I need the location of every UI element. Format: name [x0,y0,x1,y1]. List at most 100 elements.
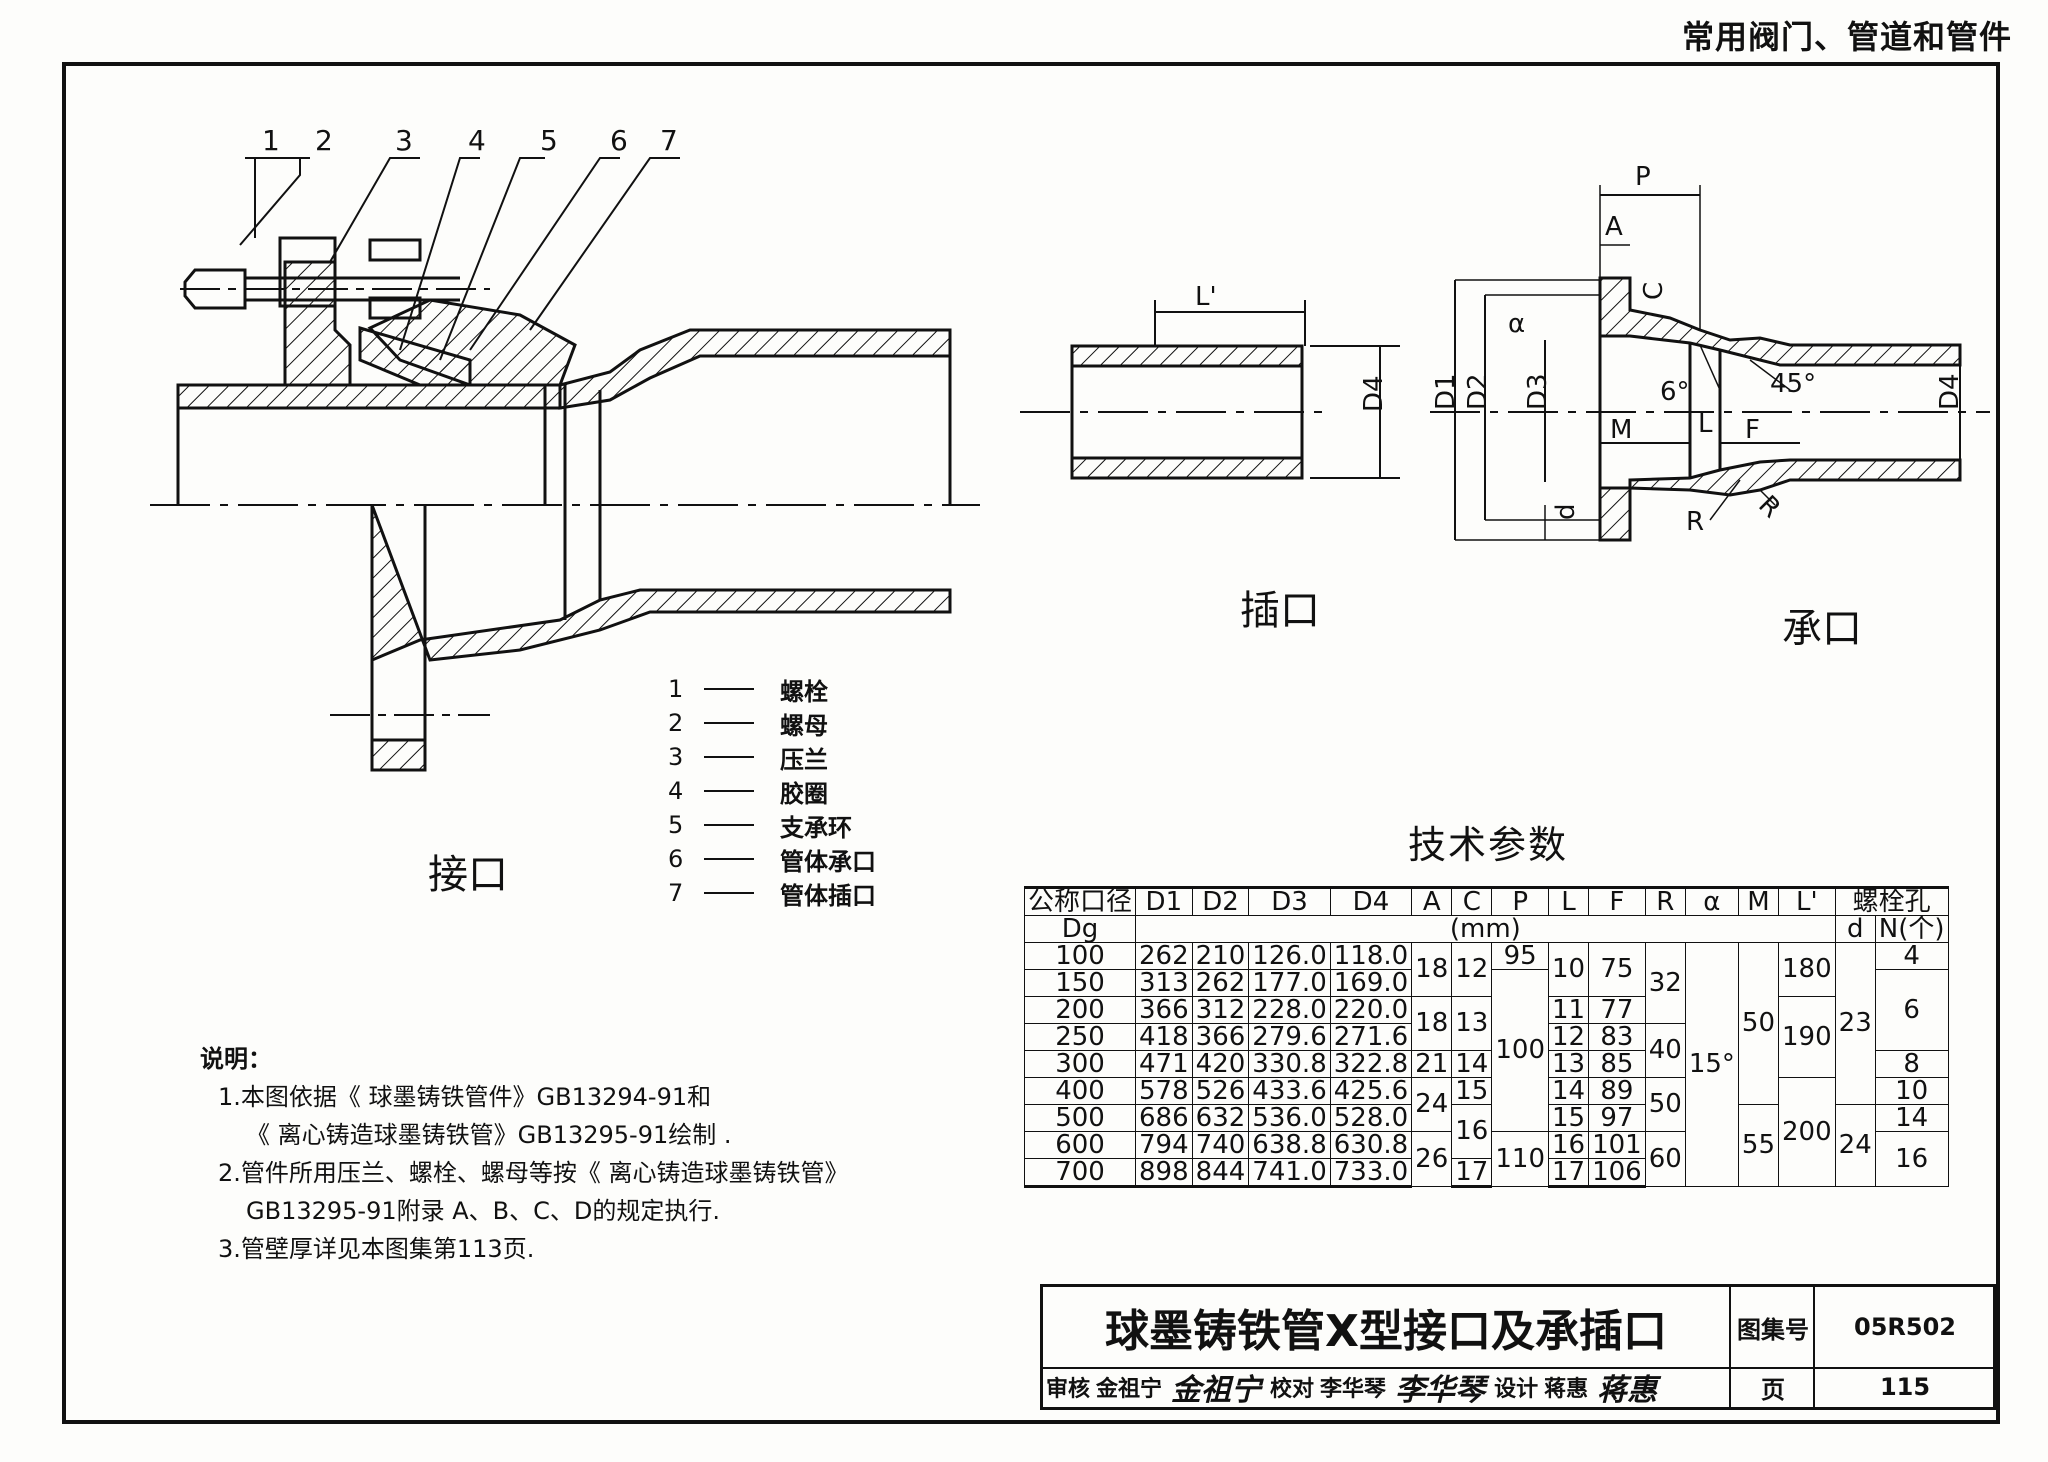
th-a: A [1411,886,1453,916]
cell-d3: 741.0 [1248,1158,1331,1188]
cell-dg: 150 [1023,969,1137,997]
callout-4: 4 [468,124,486,157]
dim-A: A [1605,212,1623,242]
callout-6: 6 [610,124,628,157]
dim-L: L [1698,409,1713,439]
legend-num: 3 [668,743,684,771]
joint-view-label: 接口 [428,852,508,898]
th-d1: D1 [1135,886,1193,916]
cell-r: 40 [1644,1023,1686,1078]
cell-m: 55 [1737,1104,1780,1187]
cell-f: 101 [1588,1131,1646,1159]
cell-d3: 536.0 [1248,1104,1331,1132]
cell-d1: 686 [1135,1104,1193,1132]
dim-alpha: α [1508,309,1525,339]
note-line: 3.管壁厚详见本图集第113页. [218,1235,535,1263]
cell-d2: 420 [1191,1050,1250,1078]
th-p: P [1491,886,1549,916]
cell-d2: 210 [1191,942,1250,970]
cell-d2: 632 [1191,1104,1250,1132]
dim-angle45: 45° [1770,369,1816,399]
legend-text: 支承环 [780,813,852,842]
cell-n: 4 [1874,942,1949,970]
cell-r: 32 [1644,942,1686,1024]
th-dg: 公称口径 [1023,886,1137,916]
joint-view [150,157,980,772]
cell-a: 18 [1411,996,1453,1051]
callout-numbers: 1 2 3 4 5 6 7 [262,124,678,157]
cell-p: 95 [1491,942,1549,970]
cell-d3: 177.0 [1248,969,1331,997]
table-row: 250 418 366 279.6 271.6 12 83 40 [1023,1023,1949,1078]
cell-c: 12 [1451,942,1493,997]
cell-a: 18 [1411,942,1453,997]
cell-d1: 471 [1135,1050,1193,1078]
cell-d2: 740 [1191,1131,1250,1159]
cell-f: 97 [1588,1104,1646,1132]
note-line: 1.本图依据《 球墨铸铁管件》GB13294-91和 [218,1083,712,1111]
cell-d1: 366 [1135,996,1193,1024]
cell-f: 77 [1588,996,1646,1024]
cell-d4: 271.6 [1329,1023,1413,1051]
cell-dg: 250 [1023,1023,1137,1051]
cell-dg: 300 [1023,1050,1137,1078]
cell-r: 50 [1644,1077,1686,1132]
th-c: C [1451,886,1493,916]
legend-text: 管体插口 [780,881,876,910]
spigot-view-label: 插口 [1240,588,1320,634]
cell-d: 23 [1834,942,1876,1105]
cell-d4: 118.0 [1329,942,1413,970]
dim-M: M [1610,415,1632,445]
dim-R2: R [1752,490,1786,524]
drawing-title: 球墨铸铁管X型接口及承插口 [1043,1287,1731,1369]
cell-lp: 200 [1778,1077,1836,1187]
cell-d4: 528.0 [1329,1104,1413,1132]
cell-c: 14 [1451,1050,1493,1078]
cell-l: 11 [1547,996,1590,1024]
dim-D3: D3 [1523,373,1553,410]
socket-view [1430,185,1990,542]
atlas-number: 05R502 [1813,1287,1995,1369]
legend-num: 6 [668,845,684,873]
table-row: 300 471 420 330.8 322.8 21 14 13 85 8 [1023,1050,1949,1078]
th-dg-sub: Dg [1023,915,1137,943]
design-label: 设计 [1494,1377,1539,1402]
cell-d: 24 [1834,1104,1876,1187]
legend-text: 压兰 [780,745,828,774]
legend-num: 5 [668,811,684,839]
designer-signature: 蒋惠 [1597,1373,1658,1408]
drawing-frame [62,62,2000,1424]
cell-r: 60 [1644,1131,1686,1187]
checker-name: 李华琴 [1320,1377,1387,1402]
table-title: 技术参数 [1408,823,1569,867]
cell-d4: 220.0 [1329,996,1413,1024]
th-bolt-d: d [1834,915,1876,943]
note-line: 《 离心铸造球墨铸铁管》GB13295-91绘制 . [246,1121,732,1149]
cell-l: 10 [1547,942,1590,997]
table-header-row: 公称口径 D1 D2 D3 D4 A C P L F R α M L' 螺栓孔 [1023,886,1949,916]
cell-d2: 526 [1191,1077,1250,1105]
dim-Lprime: L' [1195,282,1217,312]
cell-d2: 366 [1191,1023,1250,1051]
callout-2: 2 [315,124,333,157]
cell-dg: 500 [1023,1104,1137,1132]
note-line: 2.管件所用压兰、螺栓、螺母等按《 离心铸造球墨铸铁管》 [218,1159,849,1187]
dim-F: F [1745,415,1760,445]
cell-p: 110 [1491,1131,1549,1187]
cell-d1: 898 [1135,1158,1193,1188]
cell-f: 89 [1588,1077,1646,1105]
cell-n: 6 [1874,969,1949,1051]
review-label: 审核 [1046,1377,1091,1402]
cell-dg: 200 [1023,996,1137,1024]
table-row: 200 366 312 228.0 220.0 18 13 11 77 190 [1023,996,1949,1078]
dim-C: C [1639,282,1669,300]
page-number: 115 [1813,1367,1995,1407]
cell-d4: 630.8 [1329,1131,1413,1159]
cell-d3: 279.6 [1248,1023,1331,1051]
dim-D1: D1 [1431,373,1461,410]
notes-block: 说明： 1.本图依据《 球墨铸铁管件》GB13294-91和 《 离心铸造球墨铸… [200,1040,849,1268]
